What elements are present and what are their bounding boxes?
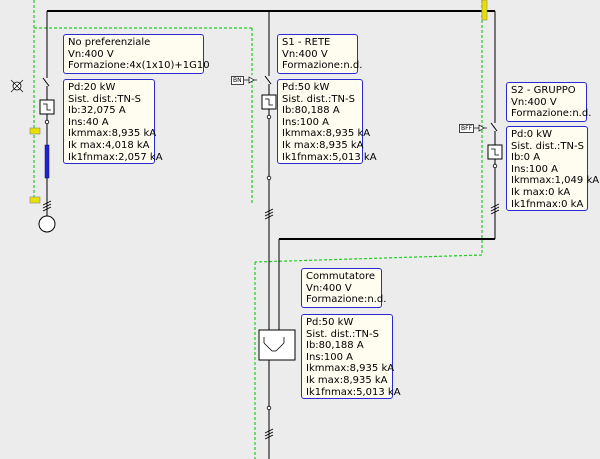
cable-icon	[44, 144, 50, 179]
s1-header-box[interactable]: S1 - RETE Vn:400 V Formazione:n.d.	[277, 34, 363, 74]
lamp-icon	[10, 79, 24, 93]
load-icon	[38, 215, 56, 233]
s2-formazione: Formazione:n.d.	[511, 108, 592, 120]
s1-ib: Ib:80,188 A	[282, 105, 340, 117]
load-ikmax: Ik max:4,018 kA	[68, 139, 150, 151]
load-ins: Ins:40 A	[68, 116, 109, 128]
load-calc-box[interactable]: Pd:20 kW Sist. dist.:TN-S Ib:32,075 A In…	[63, 79, 163, 164]
commutatore-ins: Ins:100 A	[306, 351, 353, 363]
commutatore-pd: Pd:50 kW	[306, 317, 354, 328]
s1-tag: BN	[231, 76, 244, 85]
commutatore-name: Commutatore	[306, 271, 376, 282]
commutatore-ib: Ib:80,188 A	[306, 340, 364, 352]
load-sist: Sist. dist.:TN-S	[68, 93, 141, 105]
earth-wire-junction	[254, 254, 483, 263]
load-ikmmax: Ikmmax:8,935 kA	[68, 128, 157, 140]
s1-ikmmax: Ikmmax:8,935 kA	[282, 128, 371, 140]
s1-voltage: Vn:400 V	[282, 48, 328, 60]
breaker-icon	[42, 77, 50, 87]
s2-calc-box[interactable]: Pd:0 kW Sist. dist.:TN-S Ib:0 A Ins:100 …	[506, 126, 600, 211]
commutatore-voltage: Vn:400 V	[306, 282, 352, 294]
commutatore-calc-box[interactable]: Pd:50 kW Sist. dist.:TN-S Ib:80,188 A In…	[301, 314, 401, 399]
s2-ikmax: Ik max:0 kA	[511, 186, 571, 198]
commutatore-header-box[interactable]: Commutatore Vn:400 V Formazione:n.d.	[301, 268, 387, 308]
s2-ik1: Ik1fnmax:0 kA	[511, 198, 584, 210]
s2-ib: Ib:0 A	[511, 152, 541, 164]
s1-pd: Pd:50 kW	[282, 82, 330, 93]
commutatore-ikmax: Ik max:8,935 kA	[306, 374, 388, 386]
s2-voltage: Vn:400 V	[511, 96, 557, 108]
s1-ikmax: Ik max:8,935 kA	[282, 139, 364, 151]
load-ik1: Ik1fnmax:2,057 kA	[68, 151, 163, 163]
s2-name: S2 - GRUPPO	[511, 85, 576, 96]
s1-formazione: Formazione:n.d.	[282, 60, 363, 72]
s2-ins: Ins:100 A	[511, 163, 558, 175]
commutatore-ikmmax: Ikmmax:8,935 kA	[306, 363, 395, 375]
s2-header-box[interactable]: S2 - GRUPPO Vn:400 V Formazione:n.d.	[506, 82, 592, 122]
fuse-marker	[29, 127, 41, 135]
s2-pd: Pd:0 kW	[511, 129, 552, 140]
commutatore-ik1: Ik1fnmax:5,013 kA	[306, 386, 401, 398]
earth-terminal	[481, 0, 488, 21]
s2-tag: BFF	[459, 124, 475, 133]
load-ib: Ib:32,075 A	[68, 105, 126, 117]
commutatore-sist: Sist. dist.:TN-S	[306, 328, 379, 340]
s1-ik1: Ik1fnmax:5,013 kA	[282, 151, 377, 163]
s2-sist: Sist. dist.:TN-S	[511, 140, 584, 152]
s1-name: S1 - RETE	[282, 37, 331, 48]
s1-sist: Sist. dist.:TN-S	[282, 93, 355, 105]
s1-calc-box[interactable]: Pd:50 kW Sist. dist.:TN-S Ib:80,188 A In…	[277, 79, 377, 164]
load-pd: Pd:20 kW	[68, 82, 116, 93]
load-header-box[interactable]: No preferenziale Vn:400 V Formazione:4x(…	[63, 34, 210, 74]
changeover-switch-icon	[258, 329, 296, 361]
s1-ins: Ins:100 A	[282, 116, 329, 128]
commutatore-formazione: Formazione:n.d.	[306, 294, 387, 306]
load-name: No preferenziale	[68, 37, 151, 48]
load-voltage: Vn:400 V	[68, 48, 114, 60]
load-formazione: Formazione:4x(1x10)+1G10	[68, 60, 210, 72]
s2-ikmmax: Ikmmax:1,049 kA	[511, 175, 600, 187]
